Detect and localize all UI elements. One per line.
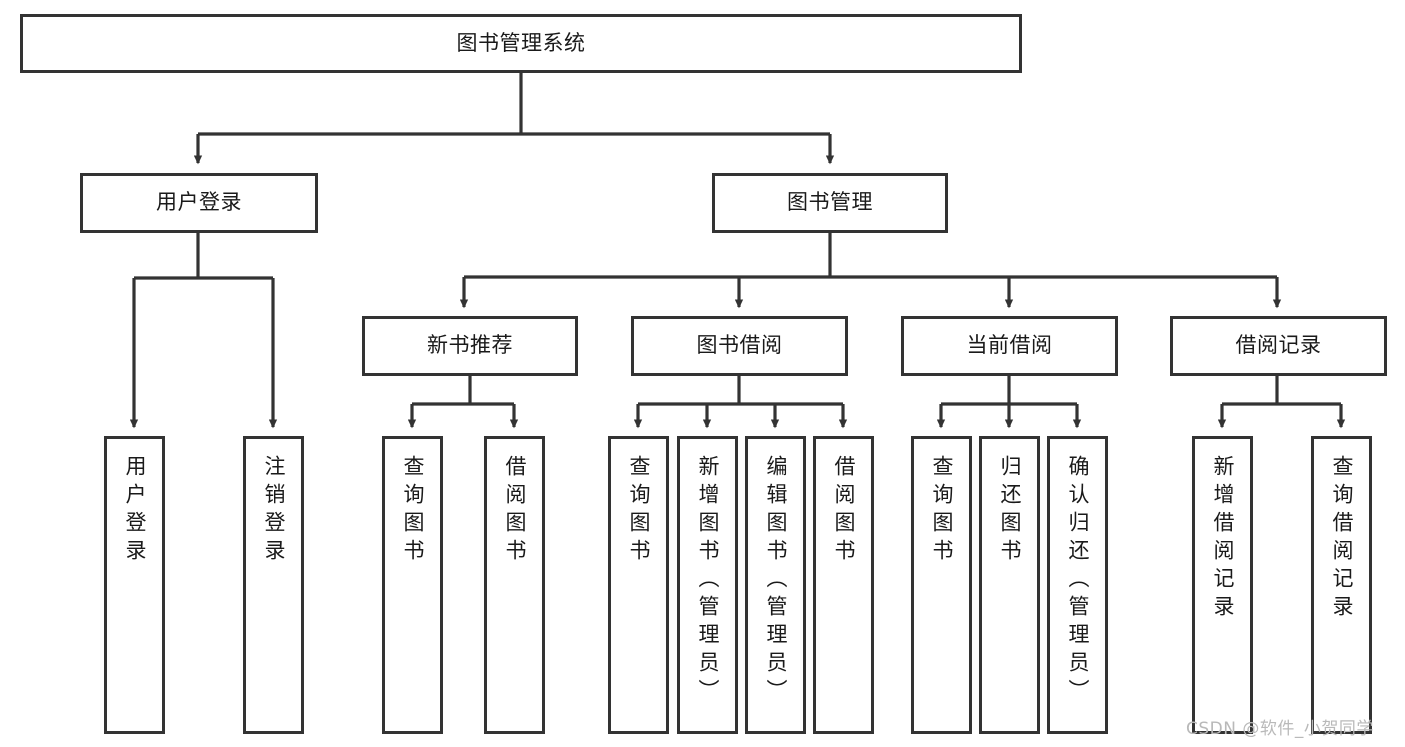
leaf-current-query-book[interactable]: 查询图书 bbox=[911, 436, 972, 734]
node-label: 查询图书 bbox=[627, 455, 651, 567]
leaf-record-query-record[interactable]: 查询借阅记录 bbox=[1311, 436, 1372, 734]
node-label: 图书借阅 bbox=[696, 333, 783, 358]
node-label: 归还图书 bbox=[998, 455, 1022, 567]
csdn-watermark: CSDN @软件_小贺同学 bbox=[1186, 719, 1374, 739]
node-label: 图书管理系统 bbox=[456, 30, 586, 55]
node-label: 确认归还（管理员） bbox=[1066, 455, 1090, 707]
node-current-borrow[interactable]: 当前借阅 bbox=[901, 316, 1118, 376]
node-new-book-recommend[interactable]: 新书推荐 bbox=[362, 316, 578, 376]
leaf-borrow-query-book[interactable]: 查询图书 bbox=[608, 436, 669, 734]
node-label: 用户登录 bbox=[123, 455, 147, 567]
node-label: 查询图书 bbox=[930, 455, 954, 567]
node-book-management[interactable]: 图书管理 bbox=[712, 173, 948, 233]
node-label: 新书推荐 bbox=[427, 333, 513, 358]
leaf-record-add-record[interactable]: 新增借阅记录 bbox=[1192, 436, 1253, 734]
node-root-system[interactable]: 图书管理系统 bbox=[20, 14, 1022, 73]
node-label: 注销登录 bbox=[262, 455, 286, 567]
leaf-user-login-signout[interactable]: 注销登录 bbox=[243, 436, 304, 734]
leaf-borrow-add-book-admin[interactable]: 新增图书（管理员） bbox=[677, 436, 738, 734]
node-label: 新增图书（管理员） bbox=[696, 455, 720, 707]
node-label: 新增借阅记录 bbox=[1211, 455, 1235, 623]
leaf-user-login-signin[interactable]: 用户登录 bbox=[104, 436, 165, 734]
node-borrow-record[interactable]: 借阅记录 bbox=[1170, 316, 1387, 376]
node-label: 当前借阅 bbox=[966, 333, 1053, 358]
node-label: 借阅图书 bbox=[832, 455, 856, 567]
node-user-login[interactable]: 用户登录 bbox=[80, 173, 318, 233]
node-label: 借阅记录 bbox=[1235, 333, 1322, 358]
node-label: 图书管理 bbox=[787, 190, 873, 215]
node-label: 编辑图书（管理员） bbox=[764, 455, 788, 707]
leaf-borrow-borrow-book[interactable]: 借阅图书 bbox=[813, 436, 874, 734]
node-label: 查询借阅记录 bbox=[1330, 455, 1354, 623]
leaf-recommend-borrow-book[interactable]: 借阅图书 bbox=[484, 436, 545, 734]
node-label: 用户登录 bbox=[156, 190, 242, 215]
leaf-borrow-edit-book-admin[interactable]: 编辑图书（管理员） bbox=[745, 436, 806, 734]
leaf-current-confirm-return-admin[interactable]: 确认归还（管理员） bbox=[1047, 436, 1108, 734]
node-label: 查询图书 bbox=[401, 455, 425, 567]
node-book-borrow[interactable]: 图书借阅 bbox=[631, 316, 848, 376]
leaf-recommend-query-book[interactable]: 查询图书 bbox=[382, 436, 443, 734]
leaf-current-return-book[interactable]: 归还图书 bbox=[979, 436, 1040, 734]
node-label: 借阅图书 bbox=[503, 455, 527, 567]
